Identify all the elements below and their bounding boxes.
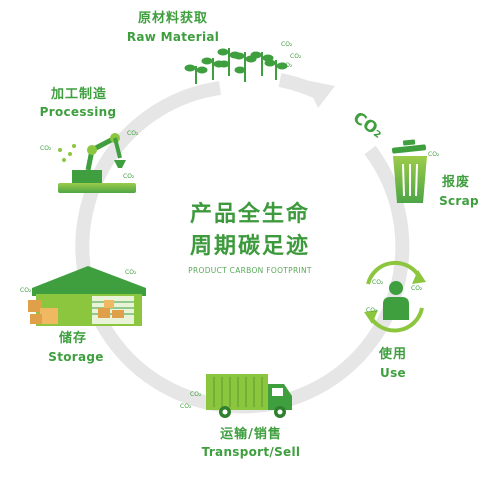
- svg-text:CO₂: CO₂: [281, 62, 293, 69]
- stage-label-use-en: Use: [380, 366, 406, 380]
- cycle-arrow-head: [305, 80, 335, 108]
- robot-arm-icon: CO₂ CO₂ CO₂: [40, 130, 139, 193]
- stage-label-processing-en: Processing: [39, 105, 117, 119]
- stage-label-scrap-zh: 报废: [441, 175, 470, 190]
- svg-text:CO₂: CO₂: [40, 145, 52, 152]
- person-recycle-icon: CO₂ CO₂ CO₂: [364, 260, 426, 333]
- stage-label-storage-en: Storage: [48, 350, 104, 364]
- center-title-line2: 周期碳足迹: [189, 234, 310, 259]
- truck-icon: CO₂ CO₂: [180, 374, 292, 418]
- svg-text:CO₂: CO₂: [290, 53, 302, 60]
- stage-label-raw-material-zh: 原材料获取: [137, 11, 208, 26]
- svg-text:CO₂: CO₂: [180, 403, 192, 410]
- svg-text:CO₂: CO₂: [372, 279, 384, 286]
- svg-text:CO₂: CO₂: [190, 391, 202, 398]
- stage-label-processing-zh: 加工制造: [50, 87, 107, 102]
- svg-text:CO₂: CO₂: [428, 151, 440, 158]
- svg-text:CO₂: CO₂: [366, 307, 378, 314]
- center-title-line1: 产品全生命: [189, 202, 310, 227]
- svg-text:CO₂: CO₂: [411, 285, 423, 292]
- trash-bin-icon: CO₂: [391, 139, 440, 203]
- svg-text:CO₂: CO₂: [127, 130, 139, 137]
- stage-label-raw-material-en: Raw Material: [126, 30, 220, 44]
- cycle-ring: [75, 81, 410, 414]
- svg-text:CO₂: CO₂: [281, 41, 293, 48]
- stage-label-scrap-en: Scrap: [439, 194, 479, 208]
- stage-label-use-zh: 使用: [378, 347, 407, 362]
- svg-text:CO₂: CO₂: [20, 287, 32, 294]
- warehouse-icon: CO₂ CO₂: [20, 266, 146, 326]
- cycle-co2-label: CO₂: [350, 108, 387, 142]
- stage-label-transport-zh: 运输/销售: [220, 427, 282, 442]
- sprouts-icon: CO₂ CO₂ CO₂: [184, 41, 302, 84]
- stage-label-transport-en: Transport/Sell: [201, 445, 301, 459]
- center-subtitle: PRODUCT CARBON FOOTPRINT: [188, 266, 312, 275]
- svg-text:CO₂: CO₂: [125, 269, 137, 276]
- stage-label-storage-zh: 储存: [58, 331, 87, 346]
- svg-text:CO₂: CO₂: [123, 173, 135, 180]
